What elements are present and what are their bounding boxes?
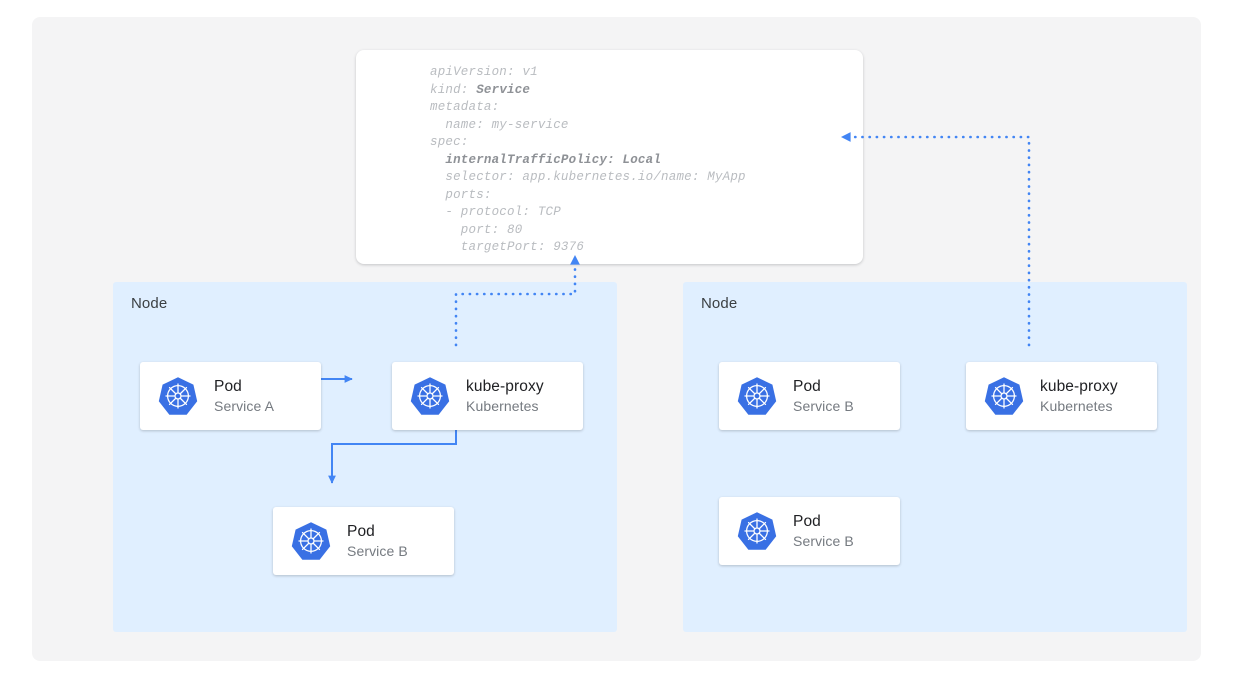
service-manifest-card: apiVersion: v1 kind: Service metadata: n…	[356, 50, 863, 264]
yaml-line-spec: spec:	[430, 135, 469, 149]
card-subtitle: Service B	[793, 532, 854, 549]
card-subtitle: Kubernetes	[1040, 397, 1113, 414]
card-kube-proxy-left[interactable]: kube-proxy Kubernetes	[392, 362, 583, 430]
card-title: Pod	[214, 377, 242, 395]
yaml-line-name: name: my-service	[430, 117, 569, 132]
card-text: Pod Service B	[793, 512, 854, 551]
card-pod-service-b-left[interactable]: Pod Service B	[273, 507, 454, 575]
kubernetes-icon	[410, 377, 450, 415]
yaml-line-targetport: targetPort: 9376	[430, 240, 585, 254]
card-text: Pod Service A	[214, 377, 274, 416]
kubernetes-icon	[291, 522, 331, 560]
yaml-line-ports: ports:	[430, 187, 492, 202]
yaml-line-apiversion: apiVersion: v1	[430, 65, 538, 79]
yaml-line-internaltrafficpolicy: internalTrafficPolicy: Local	[430, 152, 662, 167]
card-title: Pod	[793, 512, 821, 530]
yaml-line-port: port: 80	[430, 222, 523, 237]
node-panel-left: Node	[113, 282, 617, 632]
card-subtitle: Service B	[793, 397, 854, 414]
yaml-line-protocol: - protocol: TCP	[430, 205, 561, 219]
card-text: Pod Service B	[347, 522, 408, 561]
yaml-line-selector: selector: app.kubernetes.io/name: MyApp	[430, 170, 746, 184]
card-pod-service-a[interactable]: Pod Service A	[140, 362, 321, 430]
card-subtitle: Service B	[347, 542, 408, 559]
node-panel-right: Node	[683, 282, 1187, 632]
card-subtitle: Kubernetes	[466, 397, 539, 414]
card-title: kube-proxy	[466, 377, 544, 395]
kubernetes-icon	[737, 512, 777, 550]
diagram-canvas: apiVersion: v1 kind: Service metadata: n…	[32, 17, 1201, 661]
kubernetes-icon	[737, 377, 777, 415]
kubernetes-icon	[158, 377, 198, 415]
card-text: Pod Service B	[793, 377, 854, 416]
card-title: Pod	[793, 377, 821, 395]
card-subtitle: Service A	[214, 397, 275, 414]
yaml-line-kind: kind: Service	[430, 82, 531, 97]
kubernetes-icon	[984, 377, 1024, 415]
card-kube-proxy-right[interactable]: kube-proxy Kubernetes	[966, 362, 1157, 430]
card-title: kube-proxy	[1040, 377, 1118, 395]
card-text: kube-proxy Kubernetes	[1040, 377, 1118, 416]
card-text: kube-proxy Kubernetes	[466, 377, 544, 416]
node-label-left: Node	[131, 295, 168, 312]
card-pod-service-b-right-bottom[interactable]: Pod Service B	[719, 497, 900, 565]
service-manifest-code: apiVersion: v1 kind: Service metadata: n…	[430, 64, 746, 257]
node-label-right: Node	[701, 295, 738, 312]
yaml-line-metadata: metadata:	[430, 100, 500, 114]
card-pod-service-b-right-top[interactable]: Pod Service B	[719, 362, 900, 430]
card-title: Pod	[347, 522, 375, 540]
